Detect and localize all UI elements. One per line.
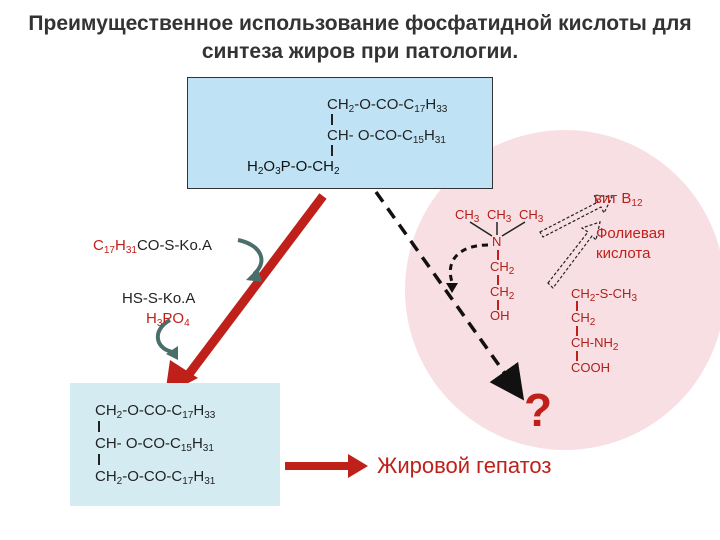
methionine-bond-1: [576, 301, 578, 311]
nitrogen-bonds: [469, 221, 526, 237]
outline-arrow-folic: [547, 221, 601, 289]
choline-ch2-1: CH2: [490, 259, 515, 277]
triglyceride-box: [70, 383, 280, 506]
methionine-row-1: CH2-S-CH3: [571, 286, 638, 304]
top-bond-2: [331, 145, 333, 156]
outline-arrow-vit: [539, 194, 613, 238]
methionine-bond-2: [576, 326, 578, 336]
choline-nitrogen: N: [492, 234, 502, 249]
methionine-bond-3: [576, 351, 578, 361]
fatty-hepatosis-label: Жировой гепатоз: [377, 453, 552, 478]
hs-coa-label: HS-S-Ko.A: [122, 290, 196, 307]
top-formula-row-3: H2O3P-O-CH2: [247, 158, 340, 177]
bottom-formula-row-1: CH2-O-CO-C17H33: [95, 402, 216, 421]
choline-oh: OH: [490, 308, 510, 323]
vitamin-b12-label: вит В12: [594, 190, 643, 209]
choline-bond-1: [497, 250, 499, 260]
bottom-formula-row-2: CH- O-CO-C15H31: [95, 435, 214, 454]
top-bond-1: [331, 114, 333, 125]
top-formula-row-2: CH- O-CO-C15H31: [327, 127, 446, 146]
folic-acid-label-1: Фолиевая: [596, 225, 666, 242]
question-mark: ?: [524, 384, 553, 436]
curved-arrow-choline: [448, 243, 489, 283]
bottom-bond-1: [98, 421, 100, 432]
methionine-row-3: CH-NH2: [571, 335, 619, 353]
choline-ch2-2: CH2: [490, 284, 515, 302]
bottom-formula-row-3: CH2-O-CO-C17H31: [95, 468, 216, 487]
phosphatidic-acid-box: [187, 77, 493, 189]
folic-acid-label-2: кислота: [596, 245, 651, 262]
top-formula-row-1: CH2-O-CO-C17H33: [327, 96, 448, 115]
dashed-arrow: [374, 190, 525, 401]
choline-bond-2: [497, 275, 499, 285]
phosphoric-acid-label: H3PO4: [146, 310, 190, 329]
choline-bond-3: [497, 300, 499, 310]
curved-arrow-hspo: [155, 318, 173, 354]
acyl-coa-label: C17H31CO-S-Ko.A: [93, 237, 212, 256]
page-title: Преимущественное использование фосфатидн…: [28, 12, 692, 63]
choline-ch3-3: CH3: [519, 207, 544, 225]
methionine-row-4: COOH: [571, 360, 610, 375]
red-arrow-right: [285, 454, 368, 478]
pink-circle: [405, 130, 720, 450]
choline-ch3-2: CH3: [487, 207, 512, 225]
bottom-bond-2: [98, 454, 100, 465]
choline-ch3-1: CH3: [455, 207, 480, 225]
methionine-row-2: CH2: [571, 310, 596, 328]
